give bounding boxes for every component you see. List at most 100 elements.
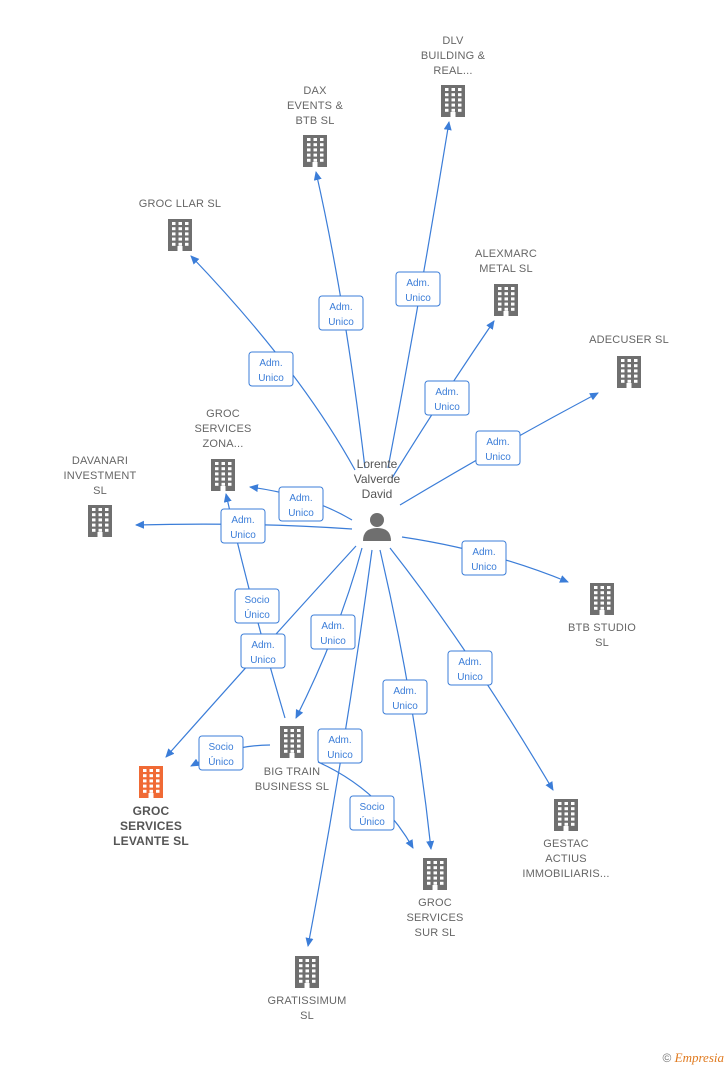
relation-badge[interactable]: Adm. Unico (447, 650, 493, 686)
building-icon (617, 356, 641, 388)
company-name-line: INVESTMENT (64, 470, 137, 482)
company-name-line: METAL SL (479, 263, 533, 275)
relation-badge-text: Unico (485, 452, 511, 463)
building-icon (168, 219, 192, 251)
building-icon (295, 956, 319, 988)
company-name-line: BUSINESS SL (255, 781, 329, 793)
relation-badge[interactable]: Adm. Unico (424, 380, 470, 416)
relation-badge-text: Adm. (321, 621, 344, 632)
relation-badge-text: Adm. (251, 640, 274, 651)
company-name-line: GROC LLAR SL (139, 198, 221, 210)
company-node-btb-studio[interactable]: BTB STUDIO SL (568, 583, 636, 649)
relation-badge-text: Socio (208, 742, 233, 753)
relation-badge-text: Adm. (406, 278, 429, 289)
person-name-line: Lorente (357, 457, 398, 471)
company-node-gratissimum[interactable]: GRATISSIMUM SL (268, 956, 347, 1022)
company-name-line: GRATISSIMUM (268, 995, 347, 1007)
relation-badge[interactable]: Adm.Unico (461, 540, 507, 576)
company-name-line: BIG TRAIN (264, 766, 321, 778)
building-icon (554, 799, 578, 831)
relation-badge[interactable]: Adm. Unico (395, 271, 441, 307)
company-node-groc-llar[interactable]: GROC LLAR SL (139, 198, 221, 251)
company-name-line: LEVANTE SL (113, 834, 189, 848)
relation-badge[interactable]: Adm. Unico (317, 728, 363, 764)
relation-badge-text: Adm. (289, 493, 312, 504)
company-name-line: ZONA... (202, 438, 243, 450)
relation-badge-text: Unico (320, 636, 346, 647)
relation-badge-text: Unico (327, 750, 353, 761)
relation-badge[interactable]: Adm. Unico (248, 351, 294, 387)
building-icon (280, 726, 304, 758)
company-name-line: REAL... (433, 65, 472, 77)
relation-badge-text: Unico (405, 293, 431, 304)
building-icon (590, 583, 614, 615)
relation-badge-text: Unico (328, 317, 354, 328)
company-name-line: BUILDING & (421, 50, 486, 62)
company-node-groc-sur[interactable]: GROC SERVICES SUR SL (406, 858, 463, 939)
company-name-line: SERVICES (406, 912, 463, 924)
company-node-big-train[interactable]: BIG TRAIN BUSINESS SL (255, 726, 329, 793)
company-name-line: SERVICES (120, 819, 182, 833)
relation-badge-text: Unico (250, 655, 276, 666)
company-name-line: DLV (442, 35, 464, 47)
company-name-line: EVENTS & (287, 100, 343, 112)
relation-badge-text: Adm. (231, 515, 254, 526)
relation-badge[interactable]: Adm. Unico (240, 633, 286, 669)
relation-badge-text: Adm. (486, 437, 509, 448)
relation-badge[interactable]: Adm.Unico (382, 679, 428, 715)
relation-badge-text: Adm. (393, 686, 416, 697)
company-node-davanari[interactable]: DAVANARI INVESTMENT SL (64, 455, 137, 537)
person-icon (363, 513, 391, 541)
company-name-line: ADECUSER SL (589, 334, 669, 346)
company-node-adecuser[interactable]: ADECUSER SL (589, 334, 669, 388)
company-name-line: ALEXMARC (475, 248, 537, 260)
company-name-line: SL (595, 637, 609, 649)
company-node-groc-zona[interactable]: GROC SERVICES ZONA... (194, 408, 251, 491)
relation-badge[interactable]: Adm. Unico (278, 486, 324, 522)
relation-badge-text: Unico (434, 402, 460, 413)
relation-badge[interactable]: Adm. Unico (475, 430, 521, 466)
relation-badge[interactable]: Adm. Unico (310, 614, 356, 650)
company-name-line: SERVICES (194, 423, 251, 435)
company-name-line: GROC (418, 897, 452, 909)
relation-badge-text: Adm. (458, 657, 481, 668)
company-name-line: SL (93, 485, 107, 497)
company-name-line: GROC (133, 804, 170, 818)
company-name-line: DAX (303, 85, 327, 97)
company-name-line: SUR SL (415, 927, 456, 939)
relation-badge-text: Unico (258, 373, 284, 384)
relation-badge-text: Adm. (472, 547, 495, 558)
relation-badge-text: Único (244, 608, 270, 621)
company-node-gestac[interactable]: GESTACACTIUSIMMOBILIARIS... (522, 799, 609, 880)
copyright-symbol: © (662, 1051, 672, 1065)
company-name-line: BTB STUDIO (568, 622, 636, 634)
person-name-line: David (362, 487, 393, 501)
company-node-dlv[interactable]: DLV BUILDING & REAL... (421, 35, 486, 117)
relation-badge-text: Socio (359, 802, 384, 813)
relation-badge[interactable]: Adm.Unico (318, 295, 364, 331)
relation-badge-text: Adm. (259, 358, 282, 369)
company-name-line: SL (300, 1010, 314, 1022)
company-node-alexmarc[interactable]: ALEXMARC METAL SL (475, 248, 537, 316)
relation-badge[interactable]: Adm.Unico (220, 508, 266, 544)
company-name-line: DAVANARI (72, 455, 128, 467)
person-name-line: Valverde (354, 472, 401, 486)
building-icon (88, 505, 112, 537)
building-icon (494, 284, 518, 316)
relation-badge-text: Socio (244, 595, 269, 606)
company-name-line: GESTAC (543, 838, 589, 850)
relation-badge-text: Adm. (435, 387, 458, 398)
relation-badge-text: Adm. (328, 735, 351, 746)
relation-badge-text: Unico (457, 672, 483, 683)
company-name-line: GROC (206, 408, 240, 420)
building-icon (139, 766, 163, 798)
building-icon (441, 85, 465, 117)
relation-badge-text: Unico (288, 508, 314, 519)
